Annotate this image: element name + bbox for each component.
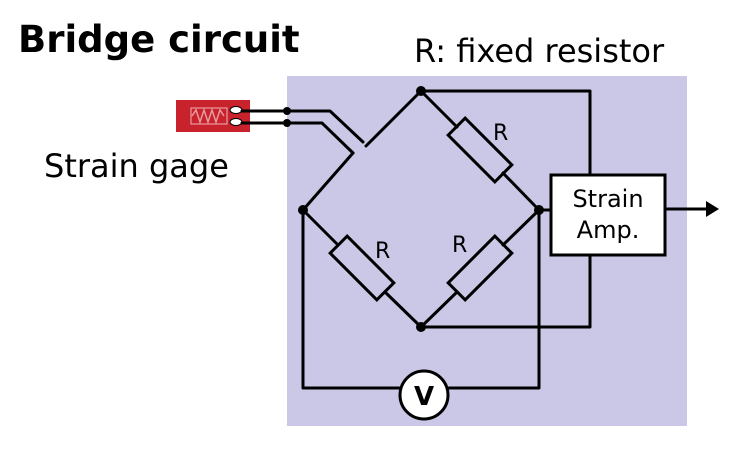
amplifier-line2: Amp. (577, 216, 640, 244)
resistor-bottom-left: R (328, 234, 396, 302)
fixed-resistor-label: R: fixed resistor (414, 32, 665, 70)
voltmeter-icon: V (398, 369, 450, 421)
diagram-title: Bridge circuit (18, 18, 300, 61)
resistor-label: R (493, 121, 508, 146)
bridge-wires (301, 89, 592, 390)
resistor-top-right: R (446, 116, 514, 184)
voltmeter-label: V (414, 382, 434, 412)
gage-lead-wires (240, 107, 365, 155)
strain-amplifier: Strain Amp. (549, 173, 667, 257)
resistor-label: R (375, 239, 390, 264)
amplifier-line1: Strain (572, 185, 643, 213)
resistor-label: R (452, 233, 467, 258)
bridge-nodes (298, 86, 544, 332)
strain-gage-icon (176, 100, 250, 132)
output-arrow-icon (663, 201, 719, 217)
resistor-bottom-right: R (446, 233, 514, 302)
strain-gage-label: Strain gage (44, 147, 229, 185)
